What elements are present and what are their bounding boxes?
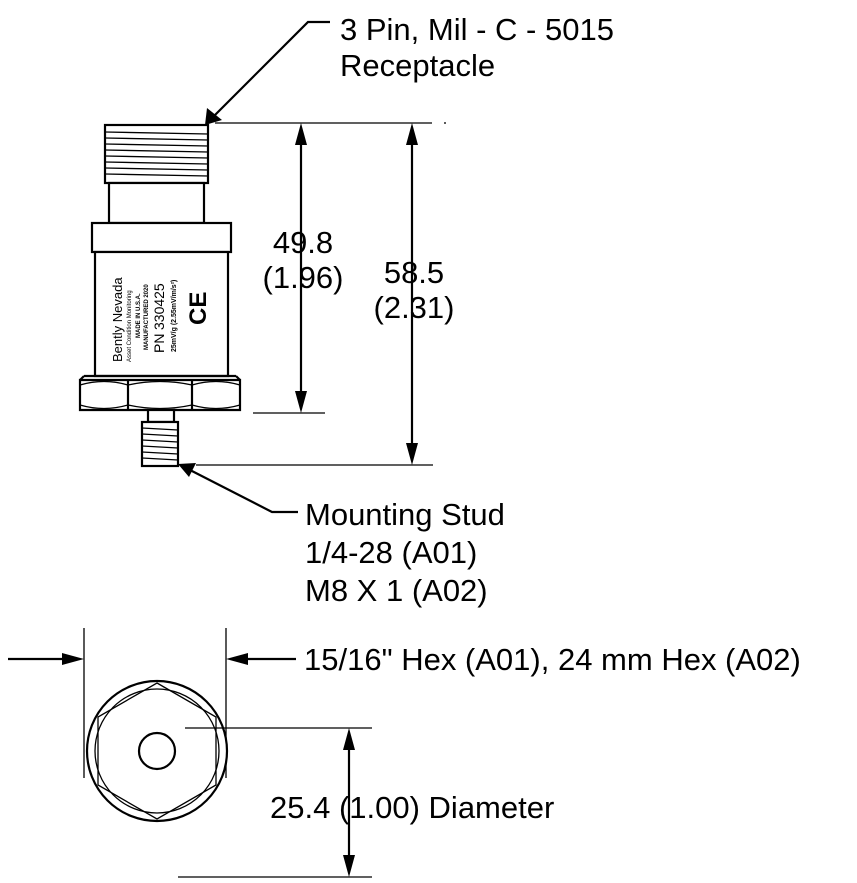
diameter-dimension: 25.4 (1.00) Diameter xyxy=(178,727,554,878)
hex-inner-circle xyxy=(94,688,220,814)
mounting-stud xyxy=(140,408,180,468)
connector-label-line1: 3 Pin, Mil - C - 5015 xyxy=(340,12,614,47)
dim-58-5-in: (2.31) xyxy=(374,290,455,325)
connector-callout: 3 Pin, Mil - C - 5015 Receptacle xyxy=(205,12,614,125)
sensor-side-view: Bently Nevada Asset Condition Monitoring… xyxy=(78,123,242,468)
sensor-bottom-view xyxy=(85,679,229,823)
dim-49-8-mm: 49.8 xyxy=(273,225,333,260)
made-in-text: MADE IN U.S.A. xyxy=(136,293,142,338)
hex-outline xyxy=(97,682,217,820)
stud-option-a02: M8 X 1 (A02) xyxy=(305,573,488,608)
connector-thread xyxy=(103,123,210,225)
dim-49-8-line xyxy=(295,123,307,413)
pn-value: 330425 xyxy=(151,283,167,330)
diameter-label: 25.4 (1.00) Diameter xyxy=(270,790,554,825)
dim-58-5-mm: 58.5 xyxy=(384,255,444,290)
brand-text: Bently Nevada xyxy=(110,277,125,362)
body-marking: Bently Nevada Asset Condition Monitoring… xyxy=(110,277,212,362)
hex-width-dimension: 15/16" Hex (A01), 24 mm Hex (A02) xyxy=(8,628,801,778)
ce-mark: CE xyxy=(185,292,212,325)
connector-label-line2: Receptacle xyxy=(340,48,495,83)
mounting-hole xyxy=(137,731,177,771)
pn-label: PN xyxy=(151,334,167,353)
dim-49-8-in: (1.96) xyxy=(263,260,344,295)
dim-58-5-line xyxy=(406,123,418,465)
connector-collar xyxy=(90,221,233,254)
height-dimensions: 49.8 (1.96) 58.5 (2.31) xyxy=(196,122,455,466)
hex-size-label: 15/16" Hex (A01), 24 mm Hex (A02) xyxy=(304,642,801,677)
stud-option-a01: 1/4-28 (A01) xyxy=(305,535,477,570)
stud-title: Mounting Stud xyxy=(305,497,505,532)
tagline-text: Asset Condition Monitoring xyxy=(127,290,133,362)
stud-callout: Mounting Stud 1/4-28 (A01) M8 X 1 (A02) xyxy=(178,463,505,608)
manufactured-text: MANUFACTURED 2020 xyxy=(144,284,150,350)
hex-base xyxy=(78,374,242,412)
sensitivity-text: 25mV/g (2.55mV/m/s²) xyxy=(171,280,178,352)
